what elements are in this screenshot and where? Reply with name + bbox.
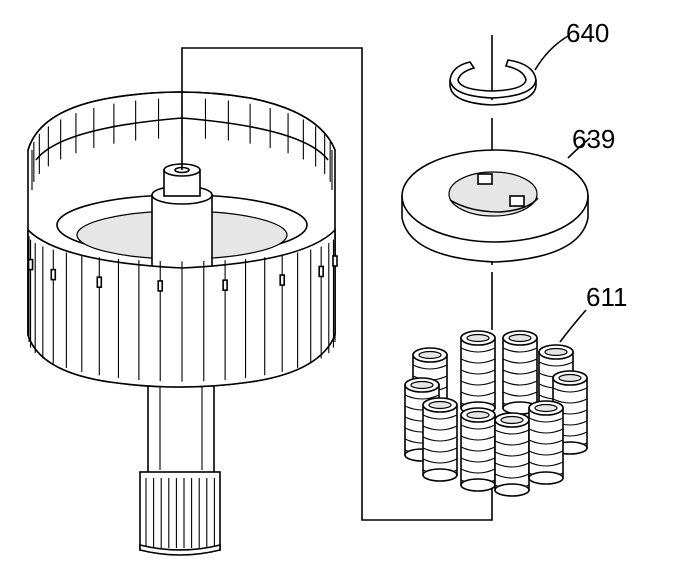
output-shaft: [139, 374, 221, 556]
coil-spring: [494, 412, 530, 497]
return-springs: [404, 330, 588, 497]
spring-retainer: [401, 149, 589, 263]
coil-spring: [502, 330, 538, 415]
coil-spring: [422, 397, 458, 482]
coil-spring: [528, 400, 564, 485]
callout-639: 639: [572, 124, 615, 154]
coil-spring: [460, 407, 496, 492]
snap-ring: [449, 59, 537, 106]
callout-640: 640: [566, 18, 609, 48]
callout-611: 611: [586, 282, 627, 312]
clutch-housing: [27, 91, 338, 556]
coil-spring: [460, 330, 496, 415]
callout-leaders: [534, 35, 591, 343]
